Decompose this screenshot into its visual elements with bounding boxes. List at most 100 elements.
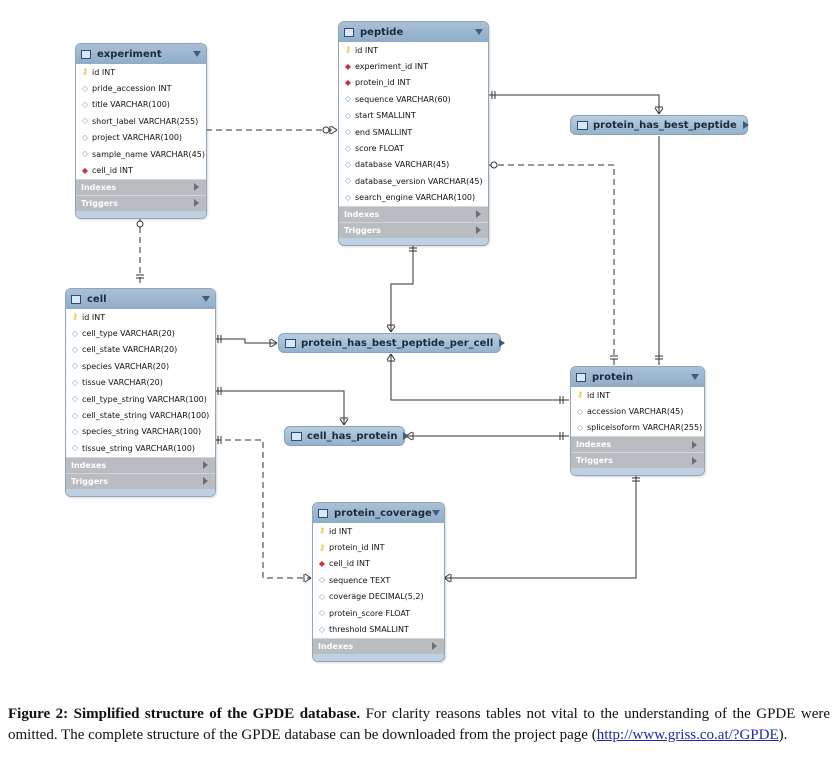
column-row[interactable]: ◇species VARCHAR(20) (66, 358, 215, 374)
section-triggers[interactable]: Triggers (339, 221, 488, 238)
table-header[interactable]: peptide (339, 22, 488, 42)
column-row[interactable]: ◇species_string VARCHAR(100) (66, 424, 215, 440)
section-indexes[interactable]: Indexes (313, 637, 444, 654)
table-cell[interactable]: cell⚷id INT◇cell_type VARCHAR(20)◇cell_s… (65, 288, 216, 497)
link-peptide-protein (488, 164, 615, 365)
column-row[interactable]: ◇sequence VARCHAR(60) (339, 91, 488, 107)
zero-cardinality-mark (490, 161, 498, 169)
expand-arrow-icon[interactable] (692, 440, 697, 449)
column-label: database_version VARCHAR(45) (355, 176, 483, 186)
column-row[interactable]: ◇cell_state_string VARCHAR(100) (66, 407, 215, 423)
column-row[interactable]: ◇search_engine VARCHAR(100) (339, 190, 488, 206)
column-row[interactable]: ⚷protein_id INT (313, 539, 444, 555)
attribute-icon: ◇ (71, 344, 79, 354)
expand-arrow-icon[interactable] (194, 199, 199, 208)
collapse-arrow-icon[interactable] (193, 51, 201, 57)
expand-arrow-icon[interactable] (203, 461, 208, 470)
table-experiment[interactable]: experiment⚷id INT◇pride_accession INT◇ti… (75, 43, 207, 219)
notation-mark (270, 342, 278, 348)
section-indexes[interactable]: Indexes (571, 436, 704, 453)
section-label: Triggers (71, 476, 108, 486)
table-protein-coverage[interactable]: protein_coverage⚷id INT⚷protein_id INT◆c… (312, 502, 445, 662)
expand-arrow-icon[interactable] (692, 456, 697, 465)
column-row[interactable]: ◆cell_id INT (76, 162, 206, 178)
column-row[interactable]: ⚷id INT (76, 64, 206, 80)
collapse-arrow-icon[interactable] (202, 296, 210, 302)
column-row[interactable]: ◇coverage DECIMAL(5,2) (313, 589, 444, 605)
collapse-arrow-icon[interactable] (431, 510, 440, 516)
column-row[interactable]: ◆cell_id INT (313, 556, 444, 572)
column-label: cell_id INT (92, 166, 133, 176)
column-row[interactable]: ◇cell_state VARCHAR(20) (66, 342, 215, 358)
expand-arrow-icon[interactable] (203, 477, 208, 486)
column-row[interactable]: ◇protein_score FLOAT (313, 605, 444, 621)
section-indexes[interactable]: Indexes (339, 205, 488, 222)
column-row[interactable]: ◇project VARCHAR(100) (76, 130, 206, 146)
primary-key-icon: ⚷ (319, 526, 325, 536)
expand-arrow-icon[interactable] (476, 226, 481, 235)
column-row[interactable]: ◇short_label VARCHAR(255) (76, 113, 206, 129)
column-row[interactable]: ◇database VARCHAR(45) (339, 157, 488, 173)
column-label: species_string VARCHAR(100) (82, 427, 202, 437)
column-row[interactable]: ◇sequence TEXT (313, 572, 444, 588)
collapse-arrow-icon[interactable] (691, 374, 699, 380)
column-row[interactable]: ◇cell_type_string VARCHAR(100) (66, 391, 215, 407)
table-title: protein (592, 371, 634, 383)
foreign-key-icon: ◆ (344, 77, 352, 87)
notation-mark (658, 107, 664, 115)
notation-mark (386, 353, 392, 361)
column-row[interactable]: ◇tissue VARCHAR(20) (66, 375, 215, 391)
caption-link[interactable]: http://www.griss.co.at/?GPDE (596, 726, 779, 743)
column-row[interactable]: ◇start SMALLINT (339, 108, 488, 124)
column-row[interactable]: ⚷id INT (313, 523, 444, 539)
column-row[interactable]: ◇title VARCHAR(100) (76, 97, 206, 113)
relationship-cell-has-protein[interactable]: cell_has_protein (284, 426, 410, 446)
attribute-icon: ◇ (344, 176, 352, 186)
expand-arrow-icon[interactable] (742, 121, 749, 129)
column-row[interactable]: ◇pride_accession INT (76, 80, 206, 96)
attribute-icon: ◇ (71, 328, 79, 338)
expand-arrow-icon[interactable] (432, 642, 437, 651)
column-row[interactable]: ◇cell_type VARCHAR(20) (66, 325, 215, 341)
table-header[interactable]: protein_coverage (313, 503, 444, 523)
relationship-protein-has-best-peptide[interactable]: protein_has_best_peptide (570, 115, 749, 135)
column-label: accession VARCHAR(45) (587, 407, 684, 417)
section-indexes[interactable]: Indexes (66, 456, 215, 473)
section-indexes[interactable]: Indexes (76, 178, 206, 195)
column-row[interactable]: ◇accession VARCHAR(45) (571, 403, 704, 419)
relationship-protein-has-best-peptide-per-cell[interactable]: protein_has_best_peptide_per_cell (278, 333, 506, 353)
table-header[interactable]: experiment (76, 44, 206, 64)
section-triggers[interactable]: Triggers (76, 194, 206, 211)
expand-arrow-icon[interactable] (194, 183, 199, 192)
column-row[interactable]: ◇spliceisoform VARCHAR(255) (571, 420, 704, 436)
expand-arrow-icon[interactable] (403, 432, 410, 440)
column-row[interactable]: ◇threshold SMALLINT (313, 621, 444, 637)
expand-arrow-icon[interactable] (499, 339, 506, 347)
notation-mark (443, 577, 451, 583)
column-row[interactable]: ◇end SMALLINT (339, 124, 488, 140)
column-row[interactable]: ⚷id INT (339, 42, 488, 58)
column-row[interactable]: ⚷id INT (571, 387, 704, 403)
column-row[interactable]: ◇score FLOAT (339, 140, 488, 156)
notation-mark (386, 325, 392, 333)
table-peptide[interactable]: peptide ⚷id INT◆experiment_id INT◆protein… (338, 21, 489, 246)
table-header[interactable]: protein (571, 367, 704, 387)
expand-arrow-icon[interactable] (476, 210, 481, 219)
attribute-icon: ◇ (344, 192, 352, 202)
column-row[interactable]: ⚷id INT (66, 309, 215, 325)
column-row[interactable]: ◆protein_id INT (339, 75, 488, 91)
table-title: peptide (360, 26, 404, 38)
column-row[interactable]: ◆experiment_id INT (339, 58, 488, 74)
section-triggers[interactable]: Triggers (66, 472, 215, 489)
column-row[interactable]: ◇database_version VARCHAR(45) (339, 173, 488, 189)
column-row[interactable]: ◇tissue_string VARCHAR(100) (66, 440, 215, 456)
notation-mark (304, 577, 312, 583)
notation-mark (343, 418, 349, 426)
table-header[interactable]: cell (66, 289, 215, 309)
section-triggers[interactable]: Triggers (571, 452, 704, 469)
table-protein[interactable]: protein ⚷id INT◇accession VARCHAR(45)◇spl… (570, 366, 705, 477)
collapse-arrow-icon[interactable] (475, 29, 483, 35)
column-row[interactable]: ◇sample_name VARCHAR(45) (76, 146, 206, 162)
column-label: title VARCHAR(100) (92, 100, 170, 110)
column-label: cell_state_string VARCHAR(100) (82, 411, 210, 421)
